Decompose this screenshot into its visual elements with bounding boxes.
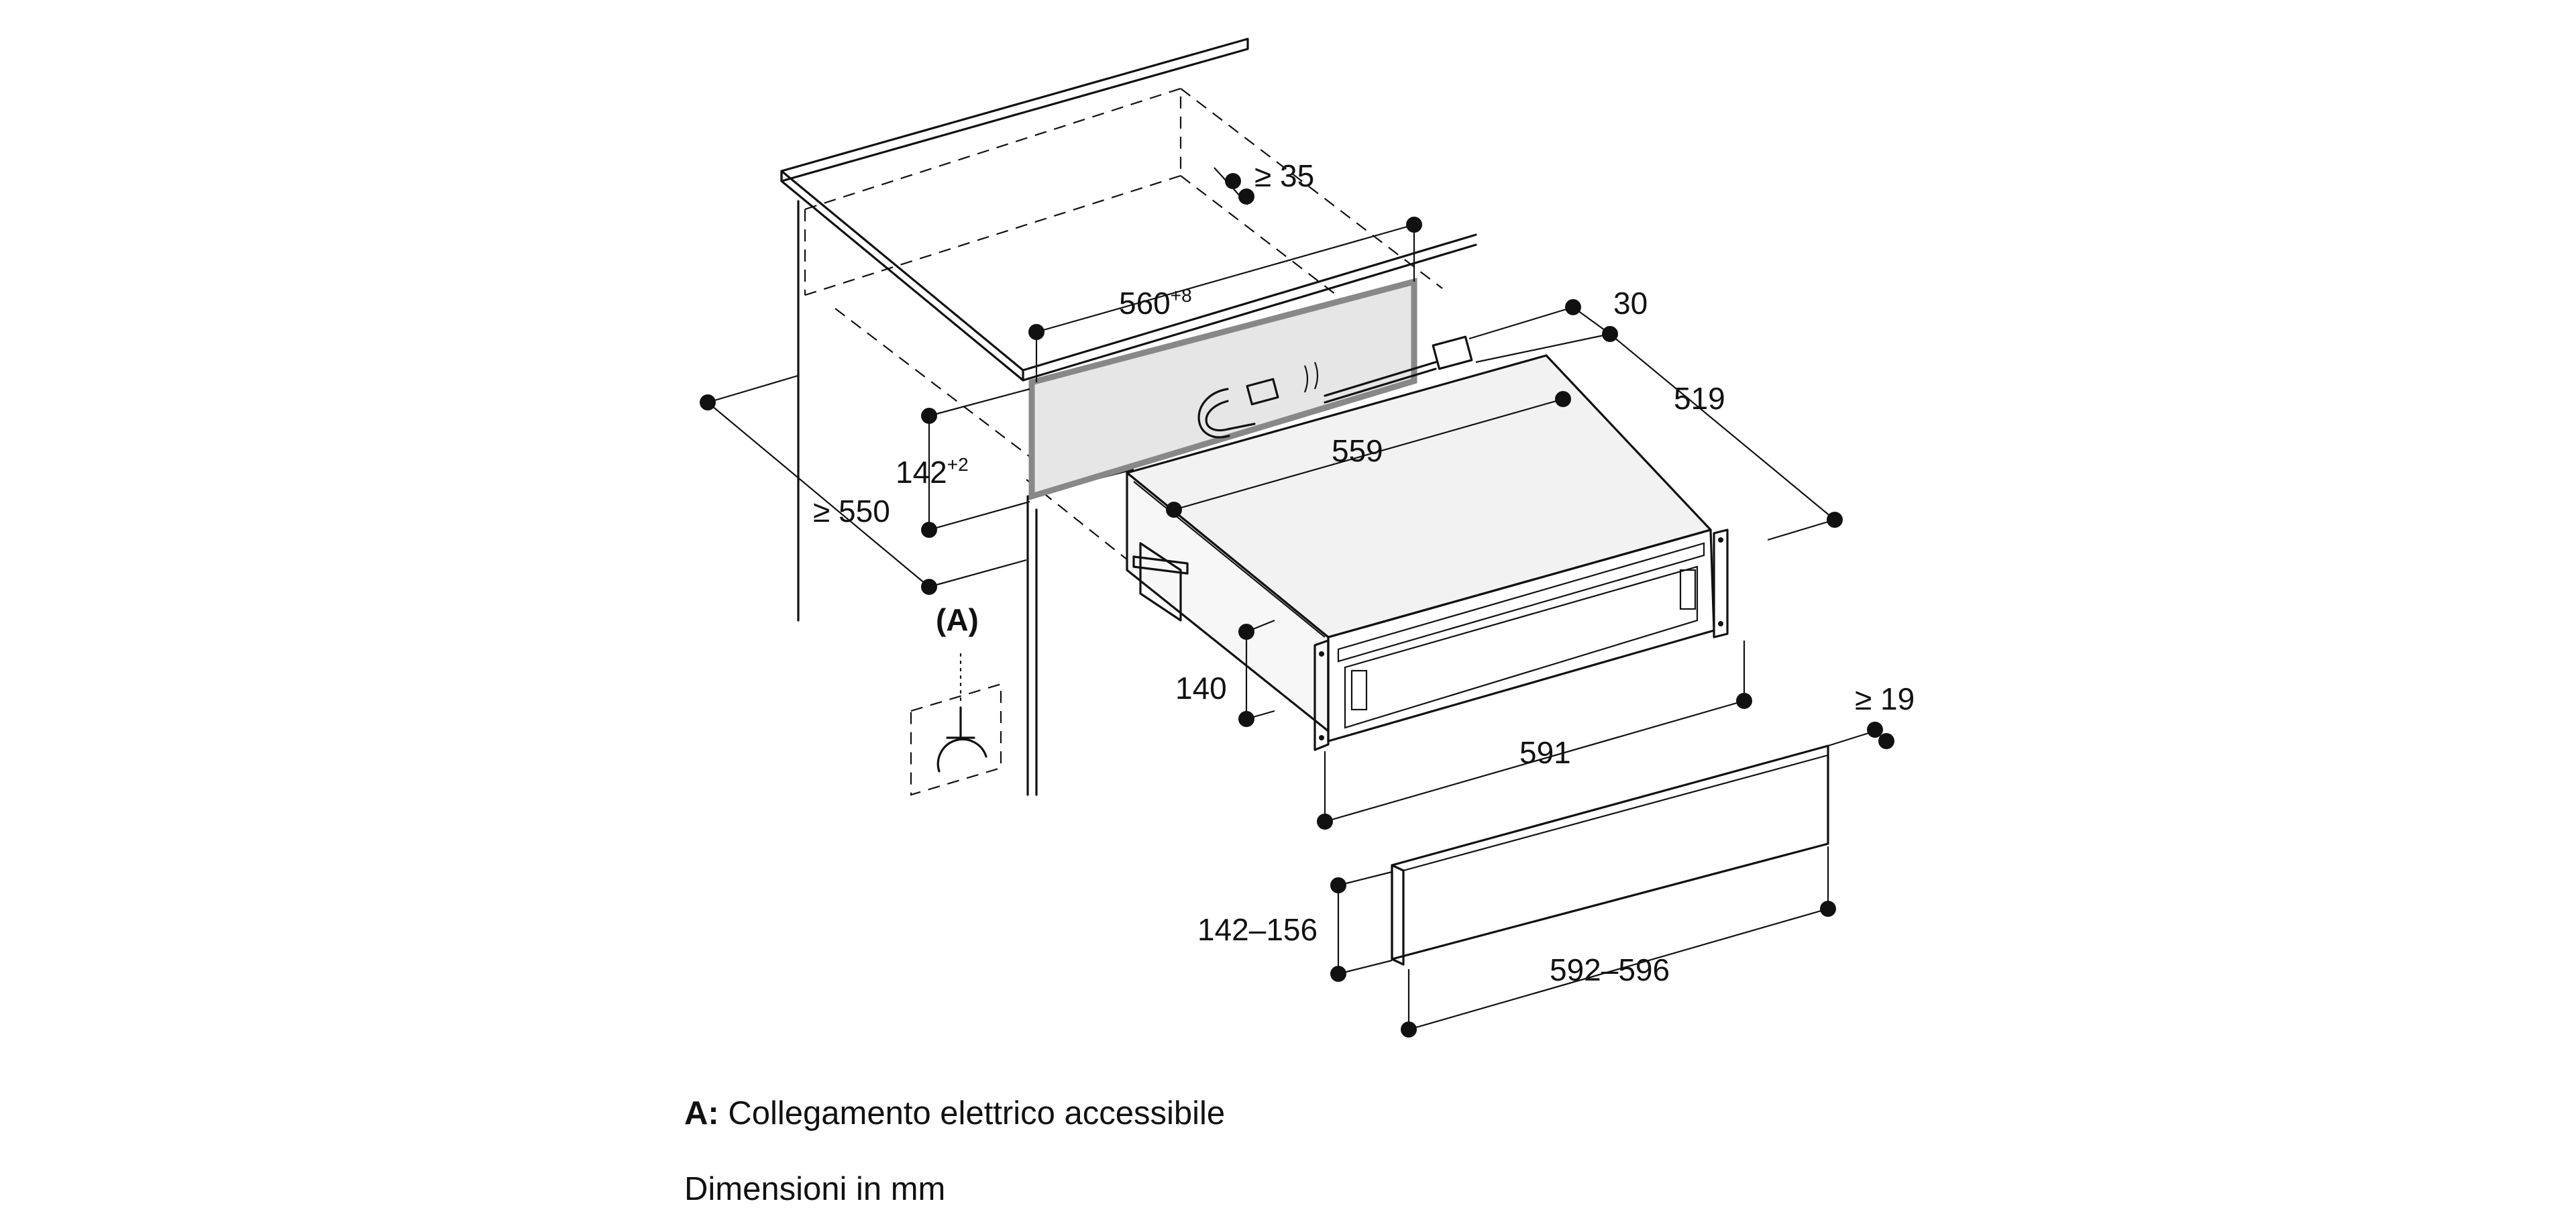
power-cable-icon (1197, 335, 1473, 439)
dim-appliance-depth: 519 (1674, 381, 1725, 416)
dimension-lines (700, 167, 1894, 1038)
worktop (780, 38, 1477, 571)
dim-rear-offset: 30 (1613, 286, 1648, 321)
front-panel (1391, 744, 1829, 966)
legend-text: Collegamento elettrico accessibile (728, 1095, 1226, 1131)
dim-front-panel-width: 592–596 (1550, 952, 1670, 987)
marker-label: (A) (936, 602, 979, 637)
dim-front-panel-thickness: ≥ 19 (1855, 681, 1915, 716)
dim-front-width: 591 (1519, 735, 1571, 770)
dim-cabinet-depth: ≥ 550 (813, 494, 890, 529)
legend-line: A: Collegamento elettrico accessibile (684, 1095, 1225, 1132)
dim-front-panel-height: 142–156 (1197, 912, 1318, 947)
electrical-connection-marker (910, 653, 1002, 796)
installation-niche (1028, 278, 1473, 501)
dim-body-height: 140 (1175, 671, 1227, 706)
warming-drawer-front (1313, 529, 1729, 751)
dim-cutout-height: 142+2 (896, 454, 969, 490)
warming-drawer-body (1126, 354, 1712, 732)
units-note: Dimensioni in mm (684, 1171, 946, 1207)
dim-worktop-gap: ≥ 35 (1254, 158, 1314, 193)
dim-cutout-width: 560+8 (1119, 285, 1192, 321)
dim-body-width: 559 (1332, 433, 1383, 468)
legend-key: A: (684, 1095, 719, 1131)
dimension-labels: 560+8 ≥ 35 142+2 ≥ 550 30 519 559 140 59… (813, 158, 1915, 987)
